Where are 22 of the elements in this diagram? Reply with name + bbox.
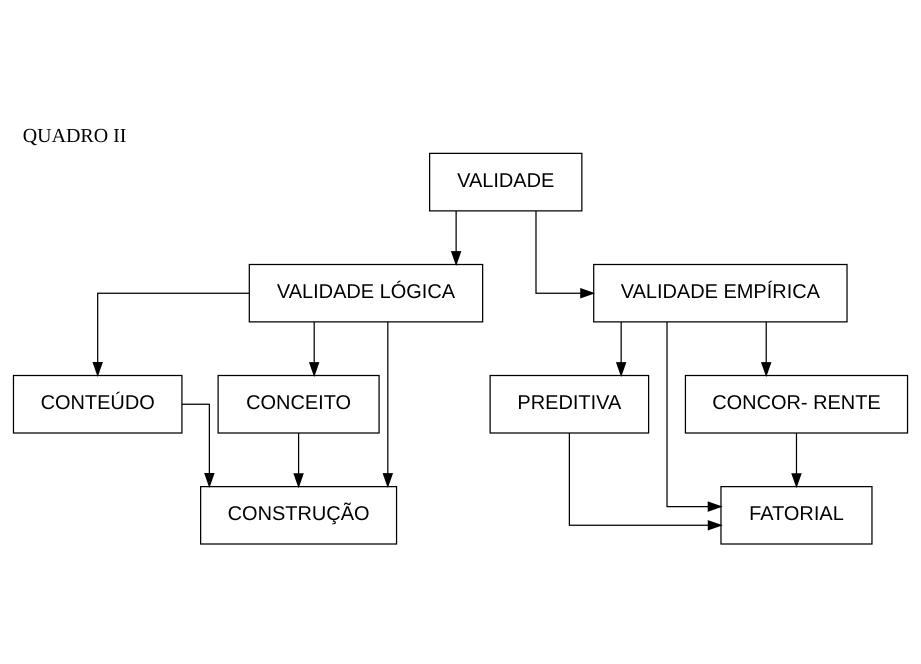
- node-box: CONTEÚDO: [12, 374, 183, 434]
- diagram-title: QUADRO II: [22, 124, 126, 146]
- arrow: [535, 210, 596, 298]
- arrow: [308, 322, 320, 377]
- arrow: [450, 210, 462, 266]
- node-box: CONSTRUÇÃO: [200, 485, 398, 544]
- node-box: VALIDADE LÓGICA: [248, 263, 484, 322]
- arrow: [791, 432, 802, 488]
- arrow: [293, 432, 304, 488]
- arrow: [666, 321, 723, 512]
- node-box: CONCEITO: [217, 374, 380, 434]
- node-box: VALIDADE EMPÍRICA: [593, 263, 848, 322]
- arrow: [568, 433, 723, 530]
- arrow: [760, 322, 772, 377]
- arrow: [92, 292, 250, 376]
- arrow: [382, 322, 394, 488]
- arrow: [182, 403, 215, 488]
- node-box: VALIDADE: [429, 152, 582, 211]
- arrow: [616, 322, 626, 377]
- node-box: PREDITIVA: [490, 374, 650, 434]
- node-box: CONCOR- RENTE: [684, 374, 908, 434]
- node-box: FATORIAL: [720, 485, 873, 544]
